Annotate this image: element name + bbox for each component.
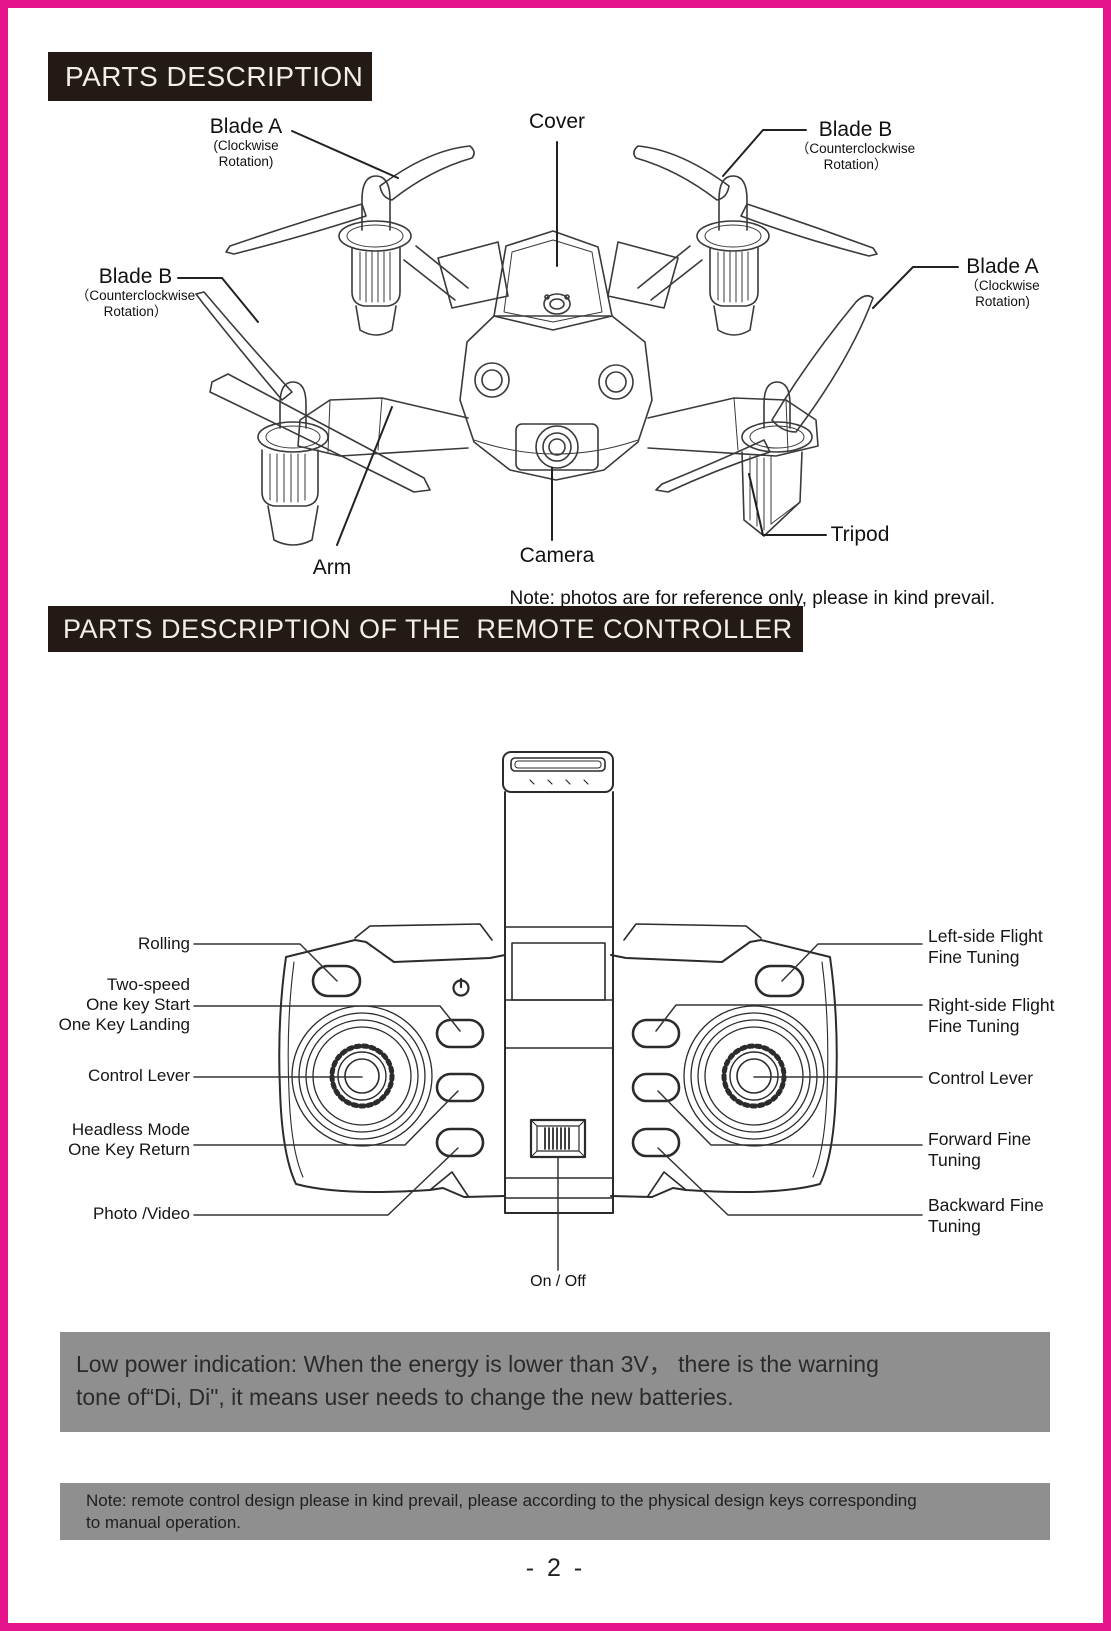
label-sub: Rotation） (823, 157, 888, 172)
drone-arm-front-right (647, 397, 819, 457)
label-photo-video: Photo /Video (92, 1204, 190, 1223)
drone-arm-rear-right (637, 245, 703, 301)
power-icon (452, 977, 470, 997)
low-power-notice: Low power indication: When the energy is… (60, 1332, 1050, 1432)
drone-figure-note: Note: photos are for reference only, ple… (509, 588, 995, 609)
design-notice: Note: remote control design please in ki… (60, 1483, 1050, 1540)
label-headless-mode: Headless Mode One Key Return (68, 1120, 190, 1160)
label-line: Tuning (928, 1216, 981, 1236)
notice-line: Note: remote control design please in ki… (86, 1491, 917, 1510)
label-line: One Key Landing (58, 1015, 190, 1034)
remote-right-pod (610, 923, 838, 1198)
label-line: Two-speed (106, 975, 190, 994)
label-rolling: Rolling (138, 934, 190, 953)
label-sub: （Counterclockwise (795, 141, 916, 156)
label-control-lever-right: Control Lever (928, 1068, 1034, 1088)
label-line: One Key Return (68, 1140, 190, 1159)
label-line: Right-side Flight (928, 995, 1055, 1015)
drone-motor-front-right (741, 381, 813, 453)
label-line: Fine Tuning (928, 947, 1020, 967)
section-title-parts: PARTS DESCRIPTION (48, 52, 372, 101)
label-right-side-fine-tuning: Right-side Flight Fine Tuning (928, 995, 1054, 1037)
drone-motor-rear-right (696, 175, 770, 336)
label-sub: (Clockwise (213, 138, 279, 153)
label-cover: Cover (528, 110, 586, 133)
section-title-remote: PARTS DESCRIPTION OF THE REMOTE CONTROLL… (48, 606, 803, 652)
label-blade-b-left: Blade B （Counterclockwise Rotation） (68, 265, 203, 320)
control-lever-left (291, 1005, 433, 1147)
label-blade-a-top-left: Blade A (Clockwise Rotation) (196, 115, 296, 170)
label-on-off: On / Off (530, 1273, 586, 1290)
label-line: Backward Fine (928, 1195, 1044, 1215)
drone-motor-front-left (257, 381, 329, 546)
label-line: Fine Tuning (928, 1016, 1020, 1036)
label-line: Forward Fine (928, 1129, 1032, 1149)
drone-blade-b-rear-right (633, 145, 878, 257)
remote-illustration (193, 751, 923, 1271)
remote-left-pod (278, 923, 506, 1198)
label-two-speed: Two-speed One key Start One Key Landing (59, 975, 190, 1035)
notice-line: Low power indication: When the energy is… (76, 1351, 879, 1377)
label-left-side-fine-tuning: Left-side Flight Fine Tuning (928, 926, 1043, 968)
drone-body (459, 315, 653, 481)
label-line: Headless Mode (71, 1120, 190, 1139)
notice-line: to manual operation. (86, 1513, 241, 1532)
remote-leader-lines (193, 943, 923, 1271)
label-arm: Arm (312, 556, 352, 579)
label-sub: Rotation） (103, 304, 168, 319)
label-sub: （Clockwise (965, 278, 1040, 293)
label-backward-fine-tuning: Backward Fine Tuning (928, 1195, 1044, 1237)
drone-blade-b-front-left (195, 291, 431, 493)
label-sub: （Counterclockwise (75, 288, 196, 303)
power-switch (529, 1118, 587, 1159)
drone-tripod-leg (741, 451, 803, 537)
label-text: Blade A (209, 115, 283, 138)
label-text: Blade B (818, 118, 893, 141)
drone-illustration (177, 129, 959, 546)
control-lever-right (683, 1005, 825, 1147)
drone-camera (515, 423, 599, 471)
label-blade-a-right: Blade A （Clockwise Rotation) (940, 255, 1065, 310)
label-camera: Camera (519, 544, 595, 567)
drone-blade-a-rear-left (225, 145, 475, 255)
label-sub: Rotation) (975, 294, 1030, 309)
drone-blade-a-front-right (655, 294, 874, 493)
drone-cover (493, 230, 613, 331)
label-text: Blade A (966, 255, 1039, 278)
label-control-lever-left: Control Lever (87, 1066, 190, 1085)
page-number: - 2 - (525, 1554, 586, 1582)
label-tripod: Tripod (830, 523, 890, 546)
label-line: Tuning (928, 1150, 981, 1170)
label-line: One key Start (86, 995, 190, 1014)
drone-motor-rear-left (338, 175, 412, 336)
label-forward-fine-tuning: Forward Fine Tuning (928, 1129, 1031, 1171)
remote-phone-holder (502, 751, 614, 1214)
drone-arm-rear-left (403, 245, 469, 301)
label-blade-b-top-right: Blade B （Counterclockwise Rotation） (788, 118, 923, 173)
label-line: Left-side Flight (928, 926, 1043, 946)
label-sub: Rotation) (218, 154, 274, 169)
drone-leader-lines (177, 129, 959, 546)
notice-line: tone of“Di, Di", it means user needs to … (76, 1384, 734, 1410)
label-text: Blade B (98, 265, 173, 288)
